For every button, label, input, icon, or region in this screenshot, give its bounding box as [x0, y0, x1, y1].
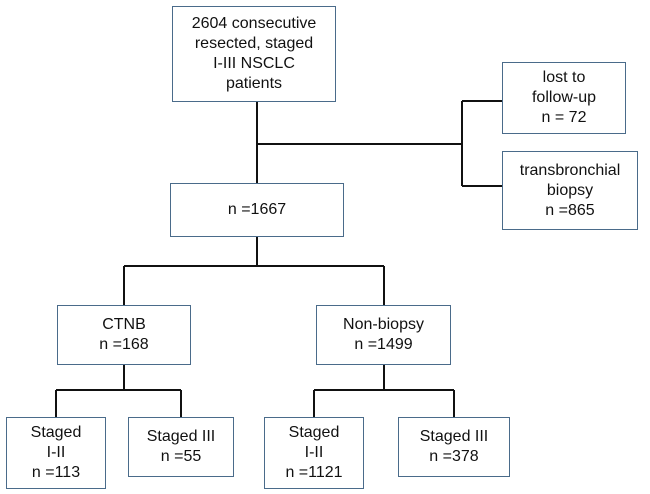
transbronchial-biopsy-box: transbronchial biopsy n =865: [502, 151, 638, 230]
ctnb-early-line-3: n =113: [31, 464, 81, 481]
transbronchial-line-3: n =865: [545, 201, 595, 219]
ctnb-late-line-2: n =55: [160, 448, 202, 465]
transbronchial-line-1: transbronchial: [519, 161, 621, 179]
root-line-4: patients: [225, 75, 283, 92]
ctnb-early-line-1: Staged: [30, 424, 82, 441]
non-biopsy-staged-iii-box: Staged III n =378: [398, 417, 510, 477]
ctnb-line-1: CTNB: [102, 316, 146, 333]
root-line-2: resected, staged: [194, 35, 314, 52]
total-box: n =1667: [170, 183, 344, 237]
root-line-1: 2604 consecutive: [191, 15, 317, 32]
nonbiopsy-line-2: n =1499: [354, 336, 413, 353]
transbronchial-line-2: biopsy: [546, 181, 594, 199]
non-biopsy-box: Non-biopsy n =1499: [316, 305, 451, 365]
lost-line-3: n = 72: [541, 109, 587, 126]
nonbiopsy-early-line-1: Staged: [288, 424, 340, 441]
ctnb-line-2: n =168: [99, 336, 149, 353]
nonbiopsy-late-line-1: Staged III: [419, 428, 489, 445]
ctnb-late-line-1: Staged III: [146, 428, 216, 445]
non-biopsy-staged-i-ii-box: Staged I-II n =1121: [264, 417, 364, 489]
lost-line-1: lost to: [542, 69, 586, 86]
lost-to-follow-up-box: lost to follow-up n = 72: [502, 62, 626, 134]
nonbiopsy-early-line-2: I-II: [304, 444, 324, 461]
ctnb-staged-iii-box: Staged III n =55: [128, 417, 234, 477]
total-line-1: n =1667: [227, 201, 287, 218]
ctnb-early-line-2: I-II: [46, 444, 66, 461]
root-line-3: I-III NSCLC: [213, 55, 295, 72]
ctnb-box: CTNB n =168: [57, 305, 191, 365]
nonbiopsy-early-line-3: n =1121: [285, 464, 343, 481]
lost-line-2: follow-up: [531, 89, 597, 106]
nonbiopsy-late-line-2: n =378: [429, 448, 479, 465]
root-box: 2604 consecutive resected, staged I-III …: [172, 6, 336, 102]
nonbiopsy-line-1: Non-biopsy: [343, 316, 424, 333]
ctnb-staged-i-ii-box: Staged I-II n =113: [6, 417, 106, 489]
